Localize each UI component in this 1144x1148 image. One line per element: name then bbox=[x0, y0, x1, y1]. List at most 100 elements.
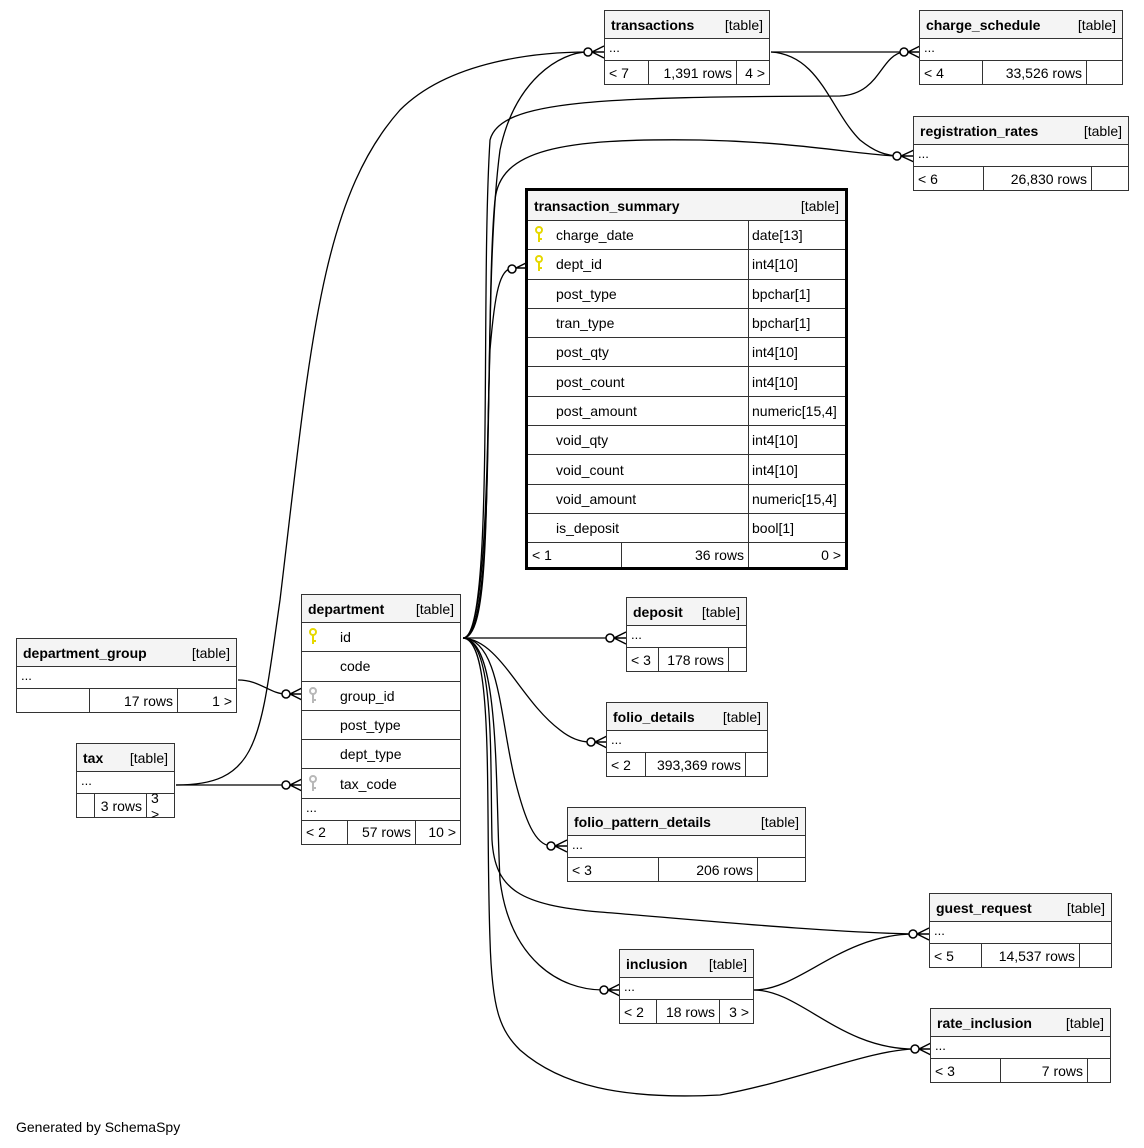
marker-department-tax-code bbox=[281, 778, 303, 792]
foreign-key-icon bbox=[308, 774, 324, 793]
parents-count[interactable]: < 3 bbox=[568, 858, 659, 881]
column-row[interactable]: post_type bbox=[302, 711, 460, 741]
table-name[interactable]: department bbox=[308, 600, 385, 617]
children-count[interactable]: 10 > bbox=[428, 824, 456, 841]
table-name[interactable]: deposit bbox=[633, 603, 683, 620]
children-count[interactable]: 0 > bbox=[821, 547, 841, 564]
table-name[interactable]: rate_inclusion bbox=[937, 1014, 1032, 1031]
edge-department-charge-schedule bbox=[462, 51, 904, 639]
columns-ellipsis: ... bbox=[620, 978, 753, 1000]
columns-ellipsis: ... bbox=[302, 799, 460, 821]
table-name[interactable]: folio_details bbox=[613, 708, 695, 725]
table-name[interactable]: tax bbox=[83, 749, 104, 766]
marker-transactions bbox=[583, 45, 605, 59]
columns-ellipsis: ... bbox=[914, 145, 1128, 167]
table-name[interactable]: guest_request bbox=[936, 899, 1032, 916]
column-row[interactable]: tax_code bbox=[302, 769, 460, 799]
column-type: int4[10] bbox=[752, 432, 798, 449]
parents-count[interactable]: < 3 bbox=[627, 648, 659, 671]
columns-ellipsis: ... bbox=[920, 39, 1122, 61]
parents-count[interactable]: < 3 bbox=[931, 1059, 1001, 1082]
edge-tax-transactions bbox=[175, 51, 589, 786]
children-count[interactable]: 1 > bbox=[212, 692, 232, 709]
table-name[interactable]: registration_rates bbox=[920, 122, 1039, 139]
table-kind: [table] bbox=[1077, 16, 1116, 33]
table-kind: [table] bbox=[760, 813, 799, 830]
parents-count[interactable]: < 2 bbox=[302, 820, 348, 844]
columns-ellipsis: ... bbox=[568, 836, 805, 858]
parents-count[interactable]: < 1 bbox=[528, 543, 622, 568]
edge-department-registration-rates bbox=[462, 139, 898, 639]
table-name[interactable]: folio_pattern_details bbox=[574, 813, 711, 830]
children-count bbox=[1087, 61, 1122, 84]
table-name[interactable]: inclusion bbox=[626, 955, 688, 972]
column-name-cell: post_qty bbox=[528, 338, 749, 367]
column-row[interactable]: id bbox=[302, 623, 460, 653]
table-name[interactable]: transaction_summary bbox=[534, 197, 680, 214]
parents-count bbox=[77, 794, 95, 817]
column-type: int4[10] bbox=[752, 373, 798, 390]
marker-registration-rates bbox=[892, 149, 915, 163]
parents-count[interactable]: < 5 bbox=[930, 944, 982, 967]
table-kind: [table] bbox=[129, 749, 168, 766]
marker-deposit bbox=[605, 631, 627, 645]
table-name[interactable]: charge_schedule bbox=[926, 16, 1041, 33]
column-name-cell: post_count bbox=[528, 367, 749, 396]
column-row[interactable]: code bbox=[302, 652, 460, 682]
children-count[interactable]: 4 > bbox=[745, 64, 765, 81]
children-count[interactable]: 3 > bbox=[151, 789, 160, 822]
column-row[interactable]: group_id bbox=[302, 682, 460, 711]
parents-count[interactable]: < 6 bbox=[914, 167, 984, 190]
parents-count[interactable]: < 7 bbox=[605, 61, 649, 84]
children-count bbox=[729, 648, 746, 671]
children-count bbox=[1080, 944, 1111, 967]
column-name: dept_id bbox=[556, 256, 602, 273]
column-name: is_deposit bbox=[556, 520, 620, 537]
marker-department-group-id bbox=[281, 687, 303, 701]
table-name[interactable]: department_group bbox=[23, 644, 147, 661]
parents-count[interactable]: < 4 bbox=[920, 61, 983, 84]
edge-department-folio-details bbox=[462, 637, 591, 743]
children-count[interactable]: 3 > bbox=[729, 1003, 749, 1020]
parents-count[interactable]: < 2 bbox=[620, 1000, 657, 1023]
column-row[interactable]: dept_type bbox=[302, 740, 460, 770]
column-row[interactable]: void_qty int4[10] bbox=[528, 426, 845, 456]
row-count: 18 rows bbox=[657, 1000, 720, 1023]
row-count: 1,391 rows bbox=[649, 61, 737, 84]
column-name-cell: void_amount bbox=[528, 484, 749, 513]
parents-count[interactable]: < 2 bbox=[607, 753, 646, 776]
table-kind: [table] bbox=[1066, 899, 1105, 916]
edge-department-folio-pattern-details bbox=[462, 637, 552, 847]
columns-ellipsis: ... bbox=[627, 626, 746, 648]
table-name[interactable]: transactions bbox=[611, 16, 695, 33]
column-name: void_qty bbox=[556, 432, 609, 449]
primary-key-icon bbox=[308, 628, 324, 646]
table-kind: [table] bbox=[1083, 122, 1122, 139]
column-type: bpchar[1] bbox=[752, 285, 811, 302]
column-name: tran_type bbox=[556, 315, 615, 332]
